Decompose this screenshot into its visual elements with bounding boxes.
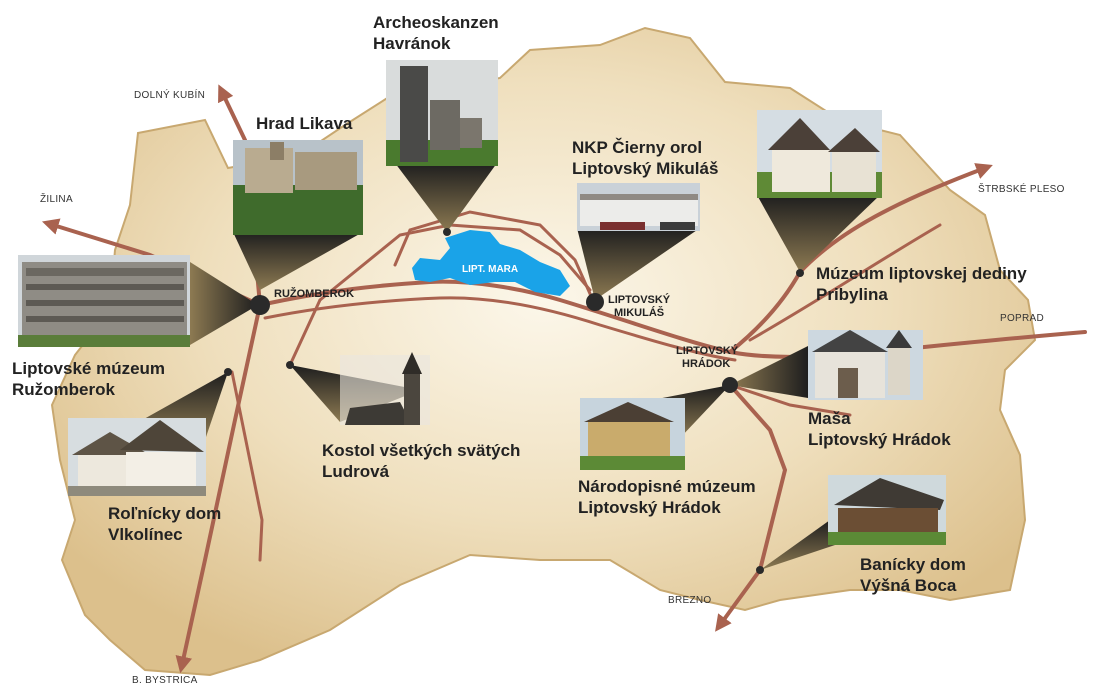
dot-liptovsky-mikulas (586, 293, 604, 311)
photo-archeoskanzen (386, 60, 498, 166)
road-vlkolinec (230, 370, 264, 562)
photo-narodopisne (580, 398, 685, 470)
photo-liptovske-muzeum (18, 255, 190, 347)
direction-brezno: BREZNO (668, 595, 712, 606)
town-dots (224, 228, 804, 574)
cone-cierny-orol (577, 228, 700, 300)
photo-cierny-orol (577, 183, 700, 231)
road-ludrova (288, 298, 322, 367)
road-lake-loop (393, 210, 597, 307)
cone-havranok (395, 163, 497, 232)
direction-dolny-kubin: DOLNÝ KUBÍN (134, 90, 206, 101)
road-main-parallel (263, 296, 737, 362)
cone-likava (233, 232, 363, 290)
dot-pribylina (796, 269, 804, 277)
direction-zilina: ŽILINA (40, 194, 73, 205)
dot-banicky-dom (756, 566, 764, 574)
dot-havranok (443, 228, 451, 236)
photo-masa (808, 330, 923, 400)
direction-strbske-pleso: ŠTRBSKÉ PLESO (978, 184, 1065, 195)
dot-ruzomberok (250, 295, 270, 315)
photo-banicky-dom (828, 475, 946, 545)
road-hradok-east (728, 383, 852, 417)
direction-b-bystrica: B. BYSTRICA (132, 675, 198, 686)
direction-poprad: POPRAD (1000, 313, 1045, 324)
dot-vlkolinec (224, 368, 232, 376)
town-ruzomberok: RUŽOMBEROK (274, 288, 355, 300)
liptovska-mara-lake (412, 230, 570, 296)
photo-rolnicky-dom (68, 418, 206, 496)
label-hrad-likava: Hrad Likava (256, 114, 353, 133)
cone-pribylina (757, 195, 880, 272)
cone-masa (730, 346, 808, 398)
dot-ludrova (286, 361, 294, 369)
photo-muzeum-dediny (757, 110, 882, 198)
road-to-b-bystrica (175, 303, 262, 674)
cone-banicky (760, 520, 850, 570)
photo-callout-cones (110, 163, 880, 570)
photo-kostol (340, 352, 430, 425)
dot-liptovsky-hradok (722, 377, 738, 393)
photo-hrad-likava (233, 140, 363, 235)
lake-label: LIPT. MARA (462, 264, 519, 275)
cone-liptovske-muzeum (190, 262, 258, 345)
road-pribylina-branch (748, 223, 942, 342)
road-havranok (318, 223, 592, 302)
road-to-brezno (715, 383, 788, 632)
